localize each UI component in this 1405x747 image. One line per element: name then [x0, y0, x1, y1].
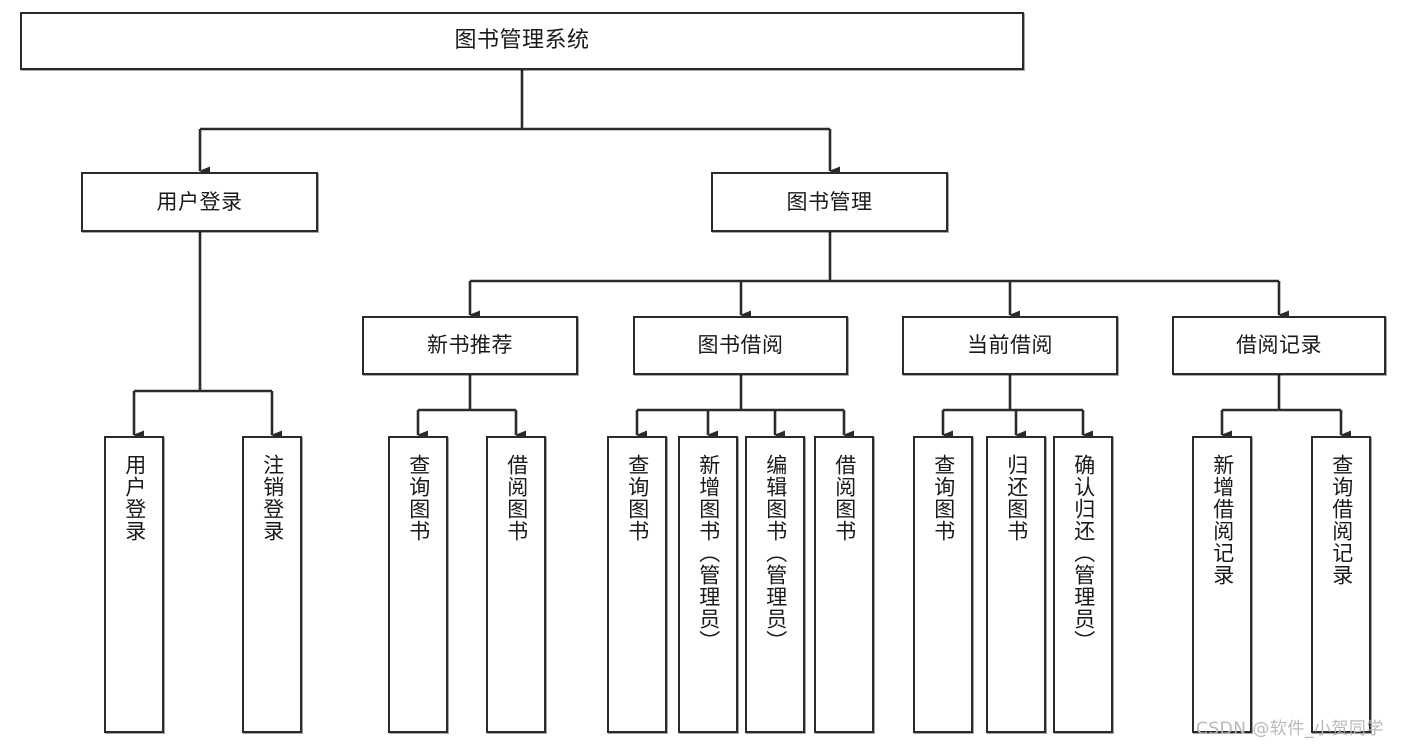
node-label: 图书管理 — [786, 189, 873, 214]
leaf-query-book-recommend[interactable]: 查询图书 — [388, 436, 448, 733]
node-label: 借阅记录 — [1236, 333, 1322, 358]
node-label: 图书管理系统 — [454, 28, 590, 54]
node-label: 当前借阅 — [967, 333, 1053, 358]
node-label: 归还图书 — [1004, 454, 1029, 542]
leaf-query-book[interactable]: 查询图书 — [607, 436, 667, 733]
leaf-query-borrow-record[interactable]: 查询借阅记录 — [1311, 436, 1371, 733]
leaf-borrow-book-recommend[interactable]: 借阅图书 — [486, 436, 546, 733]
node-root[interactable]: 图书管理系统 — [20, 12, 1024, 70]
node-label: 编辑图书（管理员） — [763, 454, 788, 652]
node-label: 新增借阅记录 — [1210, 454, 1235, 586]
leaf-borrow-book[interactable]: 借阅图书 — [814, 436, 874, 733]
node-label: 用户登录 — [156, 189, 243, 214]
leaf-user-login[interactable]: 用户登录 — [104, 436, 164, 733]
leaf-add-book-admin[interactable]: 新增图书（管理员） — [678, 436, 738, 733]
node-book-borrow[interactable]: 图书借阅 — [633, 316, 848, 375]
node-label: 查询图书 — [931, 454, 956, 542]
node-current-borrow[interactable]: 当前借阅 — [902, 316, 1118, 375]
node-label: 借阅图书 — [832, 454, 857, 542]
node-borrow-record[interactable]: 借阅记录 — [1172, 316, 1386, 375]
leaf-query-book-current[interactable]: 查询图书 — [913, 436, 973, 733]
node-label: 查询借阅记录 — [1329, 454, 1354, 586]
node-label: 查询图书 — [625, 454, 650, 542]
node-user-login[interactable]: 用户登录 — [81, 172, 318, 232]
node-label: 注销登录 — [260, 454, 285, 542]
node-label: 新书推荐 — [427, 333, 513, 358]
leaf-confirm-return-admin[interactable]: 确认归还（管理员） — [1053, 436, 1113, 733]
node-label: 图书借阅 — [697, 333, 784, 358]
csdn-watermark: CSDN @软件_小贺同学 — [1196, 719, 1384, 739]
leaf-add-borrow-record[interactable]: 新增借阅记录 — [1192, 436, 1252, 733]
leaf-return-book[interactable]: 归还图书 — [986, 436, 1046, 733]
node-new-book-recommend[interactable]: 新书推荐 — [362, 316, 578, 375]
leaf-logout[interactable]: 注销登录 — [242, 436, 302, 733]
node-label: 用户登录 — [122, 454, 147, 542]
node-label: 借阅图书 — [504, 454, 529, 542]
node-book-management[interactable]: 图书管理 — [711, 172, 948, 232]
node-label: 确认归还（管理员） — [1071, 454, 1096, 652]
leaf-edit-book-admin[interactable]: 编辑图书（管理员） — [745, 436, 805, 733]
node-label: 新增图书（管理员） — [696, 454, 721, 652]
node-label: 查询图书 — [406, 454, 431, 542]
